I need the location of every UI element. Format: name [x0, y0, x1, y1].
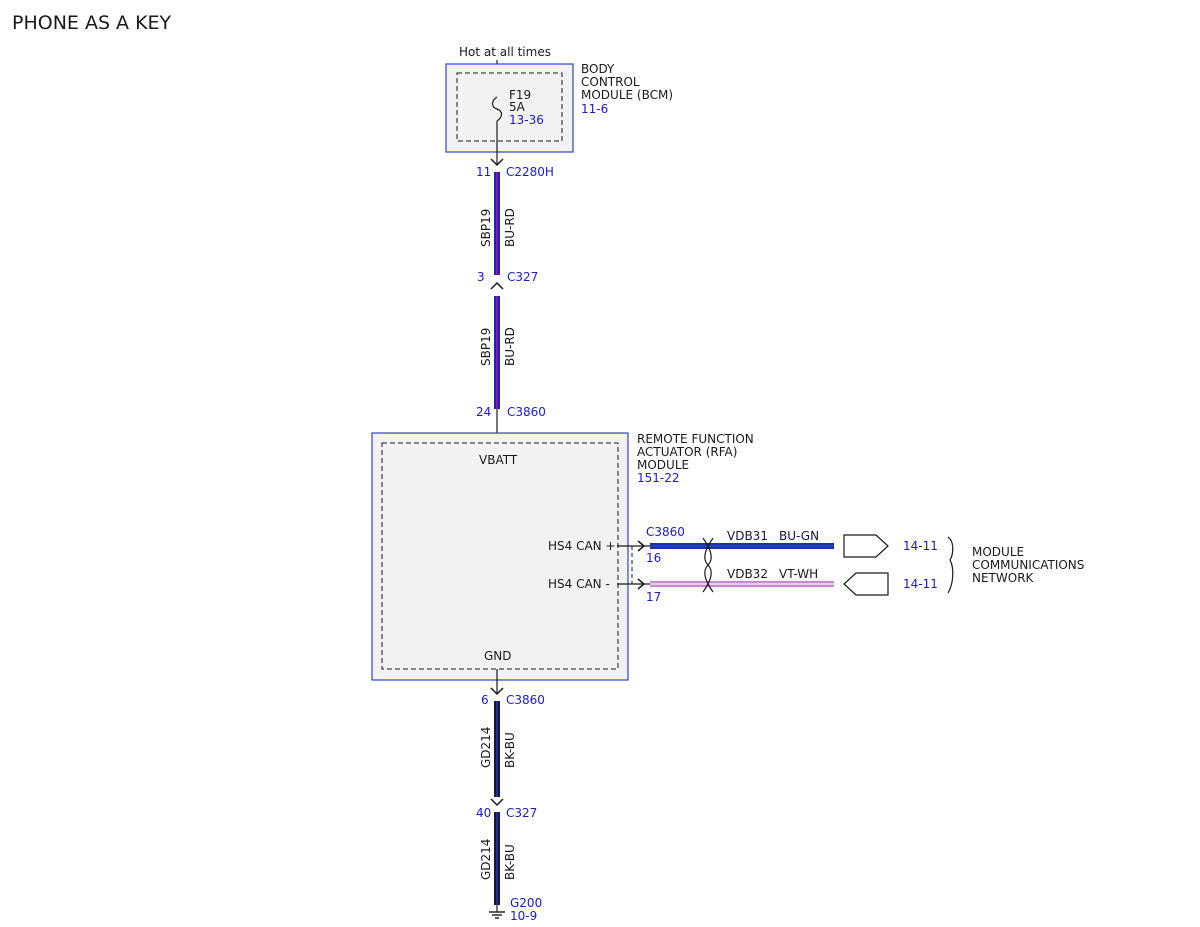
bcm-ref-link[interactable]: 11-6	[581, 102, 608, 116]
network-ref-plus-link[interactable]: 14-11	[903, 539, 938, 553]
twisted-pair-icon	[702, 537, 714, 593]
connector-arrow-icon	[490, 158, 504, 167]
wire-color-can-minus: VT-WH	[779, 567, 818, 581]
pin-c3860-vbatt: 24	[476, 405, 491, 419]
ground-symbol-icon	[489, 911, 505, 919]
connector-c3860-gnd[interactable]: C3860	[506, 693, 545, 707]
network-label-line2: COMMUNICATIONS	[972, 558, 1084, 572]
ground-id[interactable]: G200	[510, 896, 542, 910]
rfa-name-line1: REMOTE FUNCTION	[637, 432, 754, 446]
wire-circuit-label: GD214	[479, 727, 493, 768]
fuse-id: F19	[509, 88, 531, 102]
wire-circuit-can-minus: VDB32	[727, 567, 768, 581]
wire-color-label: BU-RD	[503, 208, 517, 247]
connector-arrow-icon	[637, 540, 646, 552]
pin-c3860-gnd: 6	[481, 693, 489, 707]
connector-arrow-icon	[490, 281, 504, 290]
fuse-symbol-icon	[491, 96, 503, 122]
bcm-name-line2: CONTROL	[581, 75, 640, 89]
bcm-name-line3: MODULE (BCM)	[581, 88, 673, 102]
wire-color-label: BK-BU	[503, 844, 517, 880]
pin-c2280h: 11	[476, 165, 491, 179]
rfa-pin-gnd: GND	[484, 649, 512, 663]
network-label-line1: MODULE	[972, 545, 1024, 559]
bcm-inner-box	[456, 72, 563, 142]
network-label-line3: NETWORK	[972, 571, 1035, 585]
bcm-module-box[interactable]	[445, 63, 574, 153]
pin-can-plus: 16	[646, 551, 661, 565]
power-label: Hot at all times	[459, 45, 551, 59]
network-brace-icon	[947, 536, 954, 594]
rfa-inner-box	[381, 442, 619, 670]
bcm-name-line1: BODY	[581, 62, 615, 76]
network-flag-out-icon[interactable]	[843, 534, 889, 558]
connector-c327-a[interactable]: C327	[507, 270, 538, 284]
pin-c327-gnd: 40	[476, 806, 491, 820]
connector-c2280h[interactable]: C2280H	[506, 165, 554, 179]
rfa-pin-can-plus: HS4 CAN +	[548, 539, 616, 553]
pin-can-minus: 17	[646, 590, 661, 604]
rfa-module-box[interactable]	[371, 432, 629, 681]
wire-circuit-can-plus: VDB31	[727, 529, 768, 543]
page-title: PHONE AS A KEY	[12, 12, 172, 34]
ground-ref-link[interactable]: 10-9	[510, 909, 537, 923]
wire-color-can-plus: BU-GN	[779, 529, 819, 543]
rfa-pin-can-minus: HS4 CAN -	[548, 577, 610, 591]
connector-arrow-icon	[490, 687, 504, 696]
wire-color-label: BU-RD	[503, 327, 517, 366]
wire-circuit-label: SBP19	[479, 328, 493, 366]
connector-c3860-top[interactable]: C3860	[507, 405, 546, 419]
network-flag-in-icon[interactable]	[843, 572, 889, 596]
connector-arrow-icon	[637, 578, 646, 590]
rfa-name-line3: MODULE	[637, 458, 689, 472]
connector-c327-gnd[interactable]: C327	[506, 806, 537, 820]
wire-circuit-label: GD214	[479, 839, 493, 880]
wire-circuit-label: SBP19	[479, 209, 493, 247]
rfa-ref-link[interactable]: 151-22	[637, 471, 680, 485]
fuse-ref-link[interactable]: 13-36	[509, 113, 544, 127]
fuse-rating: 5A	[509, 100, 526, 114]
rfa-pin-vbatt: VBATT	[479, 453, 518, 467]
pin-c327-a: 3	[477, 270, 485, 284]
rfa-name-line2: ACTUATOR (RFA)	[637, 445, 737, 459]
network-ref-minus-link[interactable]: 14-11	[903, 577, 938, 591]
connector-arrow-icon	[490, 798, 504, 807]
wire-color-label: BK-BU	[503, 732, 517, 768]
connector-c3860-can[interactable]: C3860	[646, 525, 685, 539]
